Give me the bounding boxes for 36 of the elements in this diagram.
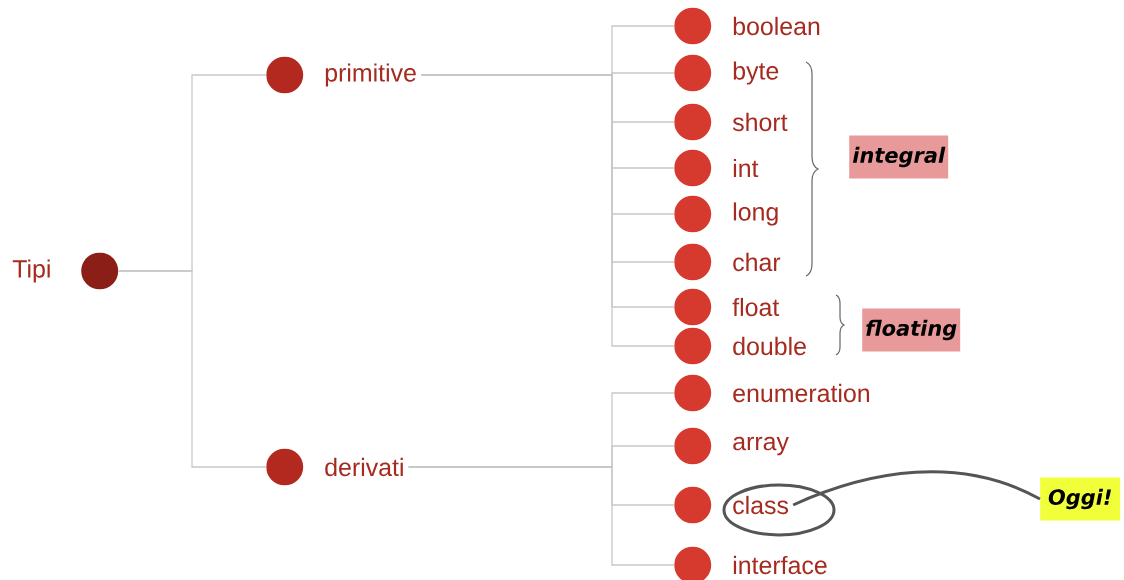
- highlighted-note: floating: [862, 308, 961, 352]
- topic-node: int: [674, 149, 759, 187]
- highlighted-note: Oggi!: [1040, 477, 1121, 521]
- topic-node: short: [674, 103, 788, 141]
- topic-node: derivati: [266, 448, 403, 486]
- node-label: class: [733, 495, 789, 515]
- topic-node: enumeration: [674, 374, 869, 412]
- node-label: enumeration: [733, 383, 870, 403]
- node-label: short: [732, 112, 788, 132]
- topic-node: boolean: [674, 7, 820, 45]
- node-label: primitive: [325, 63, 416, 87]
- topic-node: primitive: [266, 56, 416, 94]
- topic-node: long: [674, 195, 778, 233]
- node-label: Tipi: [12, 259, 50, 283]
- node-label: long: [733, 202, 778, 226]
- node-label: byte: [733, 61, 779, 85]
- topic-node: Tipi: [12, 252, 119, 290]
- node-label: int: [733, 158, 759, 178]
- topic-node: interface: [674, 546, 827, 580]
- leader-line: [792, 470, 1041, 507]
- topic-node: float: [674, 288, 780, 326]
- topic-node: double: [674, 327, 806, 365]
- connector-line: [408, 466, 675, 566]
- node-label: array: [733, 436, 789, 456]
- node-label: boolean: [733, 16, 820, 36]
- highlighted-note: integral: [849, 135, 949, 179]
- topic-node: array: [674, 427, 789, 465]
- topic-node: class: [674, 486, 789, 524]
- topic-node: char: [674, 243, 781, 281]
- node-label: derivati: [325, 457, 403, 477]
- node-label: interface: [733, 555, 827, 575]
- node-label: float: [732, 297, 780, 317]
- connector-line: [117, 270, 267, 468]
- node-label: double: [733, 336, 806, 356]
- node-label: char: [733, 252, 781, 272]
- topic-node: byte: [674, 54, 779, 92]
